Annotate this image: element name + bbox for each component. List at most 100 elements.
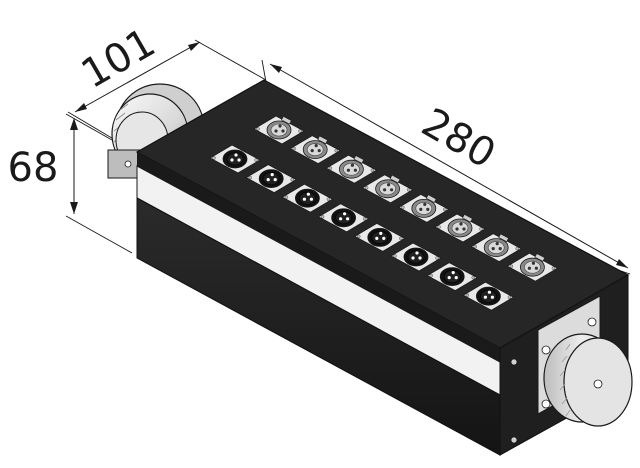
xlr-male-socket bbox=[245, 164, 298, 194]
xlr-male-socket bbox=[353, 222, 406, 252]
socket-pin bbox=[534, 266, 539, 270]
height-extension-line-bottom bbox=[65, 215, 133, 254]
xlr-male-socket bbox=[390, 242, 442, 272]
left-flange-screw bbox=[124, 160, 132, 168]
socket-insert bbox=[335, 211, 352, 225]
socket-insert bbox=[299, 191, 316, 205]
socket-pin bbox=[317, 149, 321, 153]
socket-pin bbox=[419, 207, 423, 211]
socket-pin bbox=[339, 217, 343, 221]
right-end-connector bbox=[510, 295, 633, 444]
left-connector-mount-flange bbox=[107, 149, 141, 179]
socket-pin bbox=[350, 163, 354, 167]
socket-screw bbox=[256, 127, 260, 131]
socket-screw bbox=[479, 227, 483, 231]
socket-screw bbox=[320, 215, 325, 219]
xlr-female-socket bbox=[289, 135, 342, 165]
socket-screw bbox=[551, 266, 556, 270]
right-flange-screw-3 bbox=[541, 399, 551, 409]
socket-screw bbox=[290, 177, 294, 182]
socket-screw bbox=[443, 207, 447, 212]
socket-screw bbox=[507, 295, 512, 299]
depth-arrow-start bbox=[75, 103, 87, 112]
socket-screw bbox=[357, 234, 361, 239]
socket-insert bbox=[524, 260, 541, 274]
socket-pin bbox=[455, 227, 459, 231]
height-arrow-bottom bbox=[70, 202, 78, 214]
depth-extension-line-right bbox=[194, 39, 267, 81]
socket-grid bbox=[209, 115, 559, 311]
right-connector-knurl-lines bbox=[559, 343, 571, 417]
right-box-corner-screw-bottom bbox=[510, 436, 518, 444]
socket-insert bbox=[270, 123, 288, 137]
socket-screw bbox=[437, 225, 441, 229]
socket-screw bbox=[334, 148, 338, 153]
dimension-height: 68 bbox=[8, 113, 133, 254]
socket-pin bbox=[346, 168, 350, 172]
socket-pin bbox=[387, 183, 391, 187]
socket-pin bbox=[346, 217, 350, 221]
xlr-male-socket bbox=[209, 144, 261, 174]
socket-pin bbox=[459, 222, 463, 226]
socket-screw bbox=[284, 195, 289, 199]
length-arrow-end bbox=[616, 259, 628, 268]
socket-insert bbox=[487, 241, 505, 254]
socket-pin bbox=[490, 295, 494, 299]
socket-screw bbox=[212, 156, 216, 160]
socket-screw bbox=[473, 244, 477, 249]
socket-pin bbox=[281, 129, 285, 133]
socket-insert bbox=[306, 143, 324, 156]
length-arrow-start bbox=[270, 64, 282, 73]
socket-pin bbox=[495, 242, 499, 246]
socket-pin bbox=[483, 295, 487, 299]
socket-pin bbox=[527, 266, 532, 270]
socket-pin bbox=[353, 168, 357, 172]
socket-pin bbox=[234, 153, 238, 157]
socket-pin bbox=[230, 158, 234, 162]
socket-pin bbox=[415, 251, 419, 255]
socket-insert bbox=[480, 289, 497, 303]
socket-screw bbox=[435, 256, 439, 260]
socket-insert bbox=[415, 202, 433, 215]
socket-screw bbox=[515, 246, 519, 251]
socket-pin bbox=[451, 271, 455, 275]
socket-insert bbox=[371, 231, 389, 244]
length-label: 280 bbox=[414, 100, 503, 178]
socket-pin bbox=[423, 202, 427, 206]
socket-pin bbox=[310, 149, 314, 153]
right-flange-screw-2 bbox=[587, 317, 597, 327]
xlr-female-socket bbox=[506, 252, 559, 282]
socket-pin bbox=[487, 290, 491, 294]
socket-insert bbox=[443, 270, 461, 283]
socket-pin bbox=[462, 227, 466, 231]
socket-pin bbox=[306, 192, 310, 196]
xlr-male-socket bbox=[281, 183, 334, 213]
socket-screw bbox=[292, 146, 296, 151]
socket-screw bbox=[298, 129, 302, 133]
socket-screw bbox=[509, 264, 514, 268]
socket-screw bbox=[370, 168, 375, 172]
socket-pin bbox=[531, 261, 536, 265]
socket-pin bbox=[454, 276, 458, 280]
depth-dimension-line bbox=[74, 41, 201, 113]
socket-screw bbox=[362, 217, 367, 221]
length-dimension-line bbox=[269, 63, 629, 269]
socket-pin bbox=[273, 178, 277, 182]
socket-insert bbox=[407, 250, 425, 264]
socket-screw bbox=[393, 254, 397, 258]
socket-pin bbox=[426, 207, 430, 211]
depth-arrow-end bbox=[188, 42, 200, 51]
socket-pin bbox=[266, 178, 270, 182]
socket-screw bbox=[248, 175, 252, 180]
socket-screw bbox=[429, 273, 433, 278]
socket-screw bbox=[254, 158, 258, 162]
xlr-female-socket bbox=[470, 233, 523, 263]
socket-pin bbox=[314, 144, 318, 148]
socket-pin bbox=[383, 188, 387, 192]
socket-pin bbox=[382, 236, 386, 240]
right-box-corner-screw-top bbox=[510, 358, 518, 366]
xlr-female-socket bbox=[253, 115, 305, 145]
xlr-female-socket bbox=[325, 154, 378, 184]
